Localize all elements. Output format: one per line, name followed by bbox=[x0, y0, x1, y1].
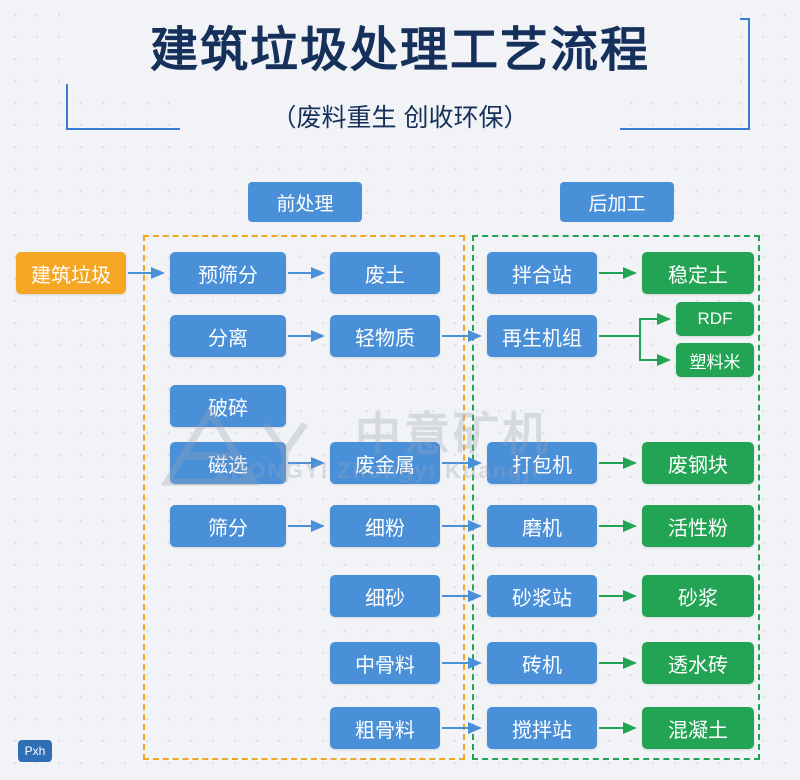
node-waste-soil[interactable]: 废土 bbox=[330, 252, 440, 294]
node-recycling-unit[interactable]: 再生机组 bbox=[487, 315, 597, 357]
node-concrete[interactable]: 混凝土 bbox=[642, 707, 754, 749]
node-plastic-pellets[interactable]: 塑料米 bbox=[676, 343, 754, 377]
node-mixing-station[interactable]: 拌合站 bbox=[487, 252, 597, 294]
node-fine-powder[interactable]: 细粉 bbox=[330, 505, 440, 547]
group-box-preprocessing bbox=[143, 235, 465, 760]
node-magnetic-separation[interactable]: 磁选 bbox=[170, 442, 286, 484]
node-scrap-steel-block[interactable]: 废钢块 bbox=[642, 442, 754, 484]
node-mortar[interactable]: 砂浆 bbox=[642, 575, 754, 617]
node-scrap-metal[interactable]: 废金属 bbox=[330, 442, 440, 484]
node-brick-machine[interactable]: 砖机 bbox=[487, 642, 597, 684]
section-label-pre: 前处理 bbox=[248, 182, 362, 222]
node-light-material[interactable]: 轻物质 bbox=[330, 315, 440, 357]
node-baler[interactable]: 打包机 bbox=[487, 442, 597, 484]
node-input-construction-waste[interactable]: 建筑垃圾 bbox=[16, 252, 126, 294]
page-subtitle: （废料重生 创收环保） bbox=[180, 96, 620, 136]
node-sieving[interactable]: 筛分 bbox=[170, 505, 286, 547]
node-mortar-station[interactable]: 砂浆站 bbox=[487, 575, 597, 617]
node-active-powder[interactable]: 活性粉 bbox=[642, 505, 754, 547]
node-concrete-mixing-station[interactable]: 搅拌站 bbox=[487, 707, 597, 749]
node-separation[interactable]: 分离 bbox=[170, 315, 286, 357]
node-grinder[interactable]: 磨机 bbox=[487, 505, 597, 547]
node-fine-sand[interactable]: 细砂 bbox=[330, 575, 440, 617]
section-label-post: 后加工 bbox=[560, 182, 674, 222]
node-coarse-aggregate[interactable]: 粗骨料 bbox=[330, 707, 440, 749]
node-permeable-brick[interactable]: 透水砖 bbox=[642, 642, 754, 684]
node-rdf[interactable]: RDF bbox=[676, 302, 754, 336]
node-pre-screening[interactable]: 预筛分 bbox=[170, 252, 286, 294]
group-box-postprocessing bbox=[472, 235, 760, 760]
node-stabilized-soil[interactable]: 稳定土 bbox=[642, 252, 754, 294]
node-crushing[interactable]: 破碎 bbox=[170, 385, 286, 427]
node-medium-aggregate[interactable]: 中骨料 bbox=[330, 642, 440, 684]
corner-badge: Pxh bbox=[18, 740, 52, 762]
page-title: 建筑垃圾处理工艺流程 bbox=[60, 6, 740, 84]
